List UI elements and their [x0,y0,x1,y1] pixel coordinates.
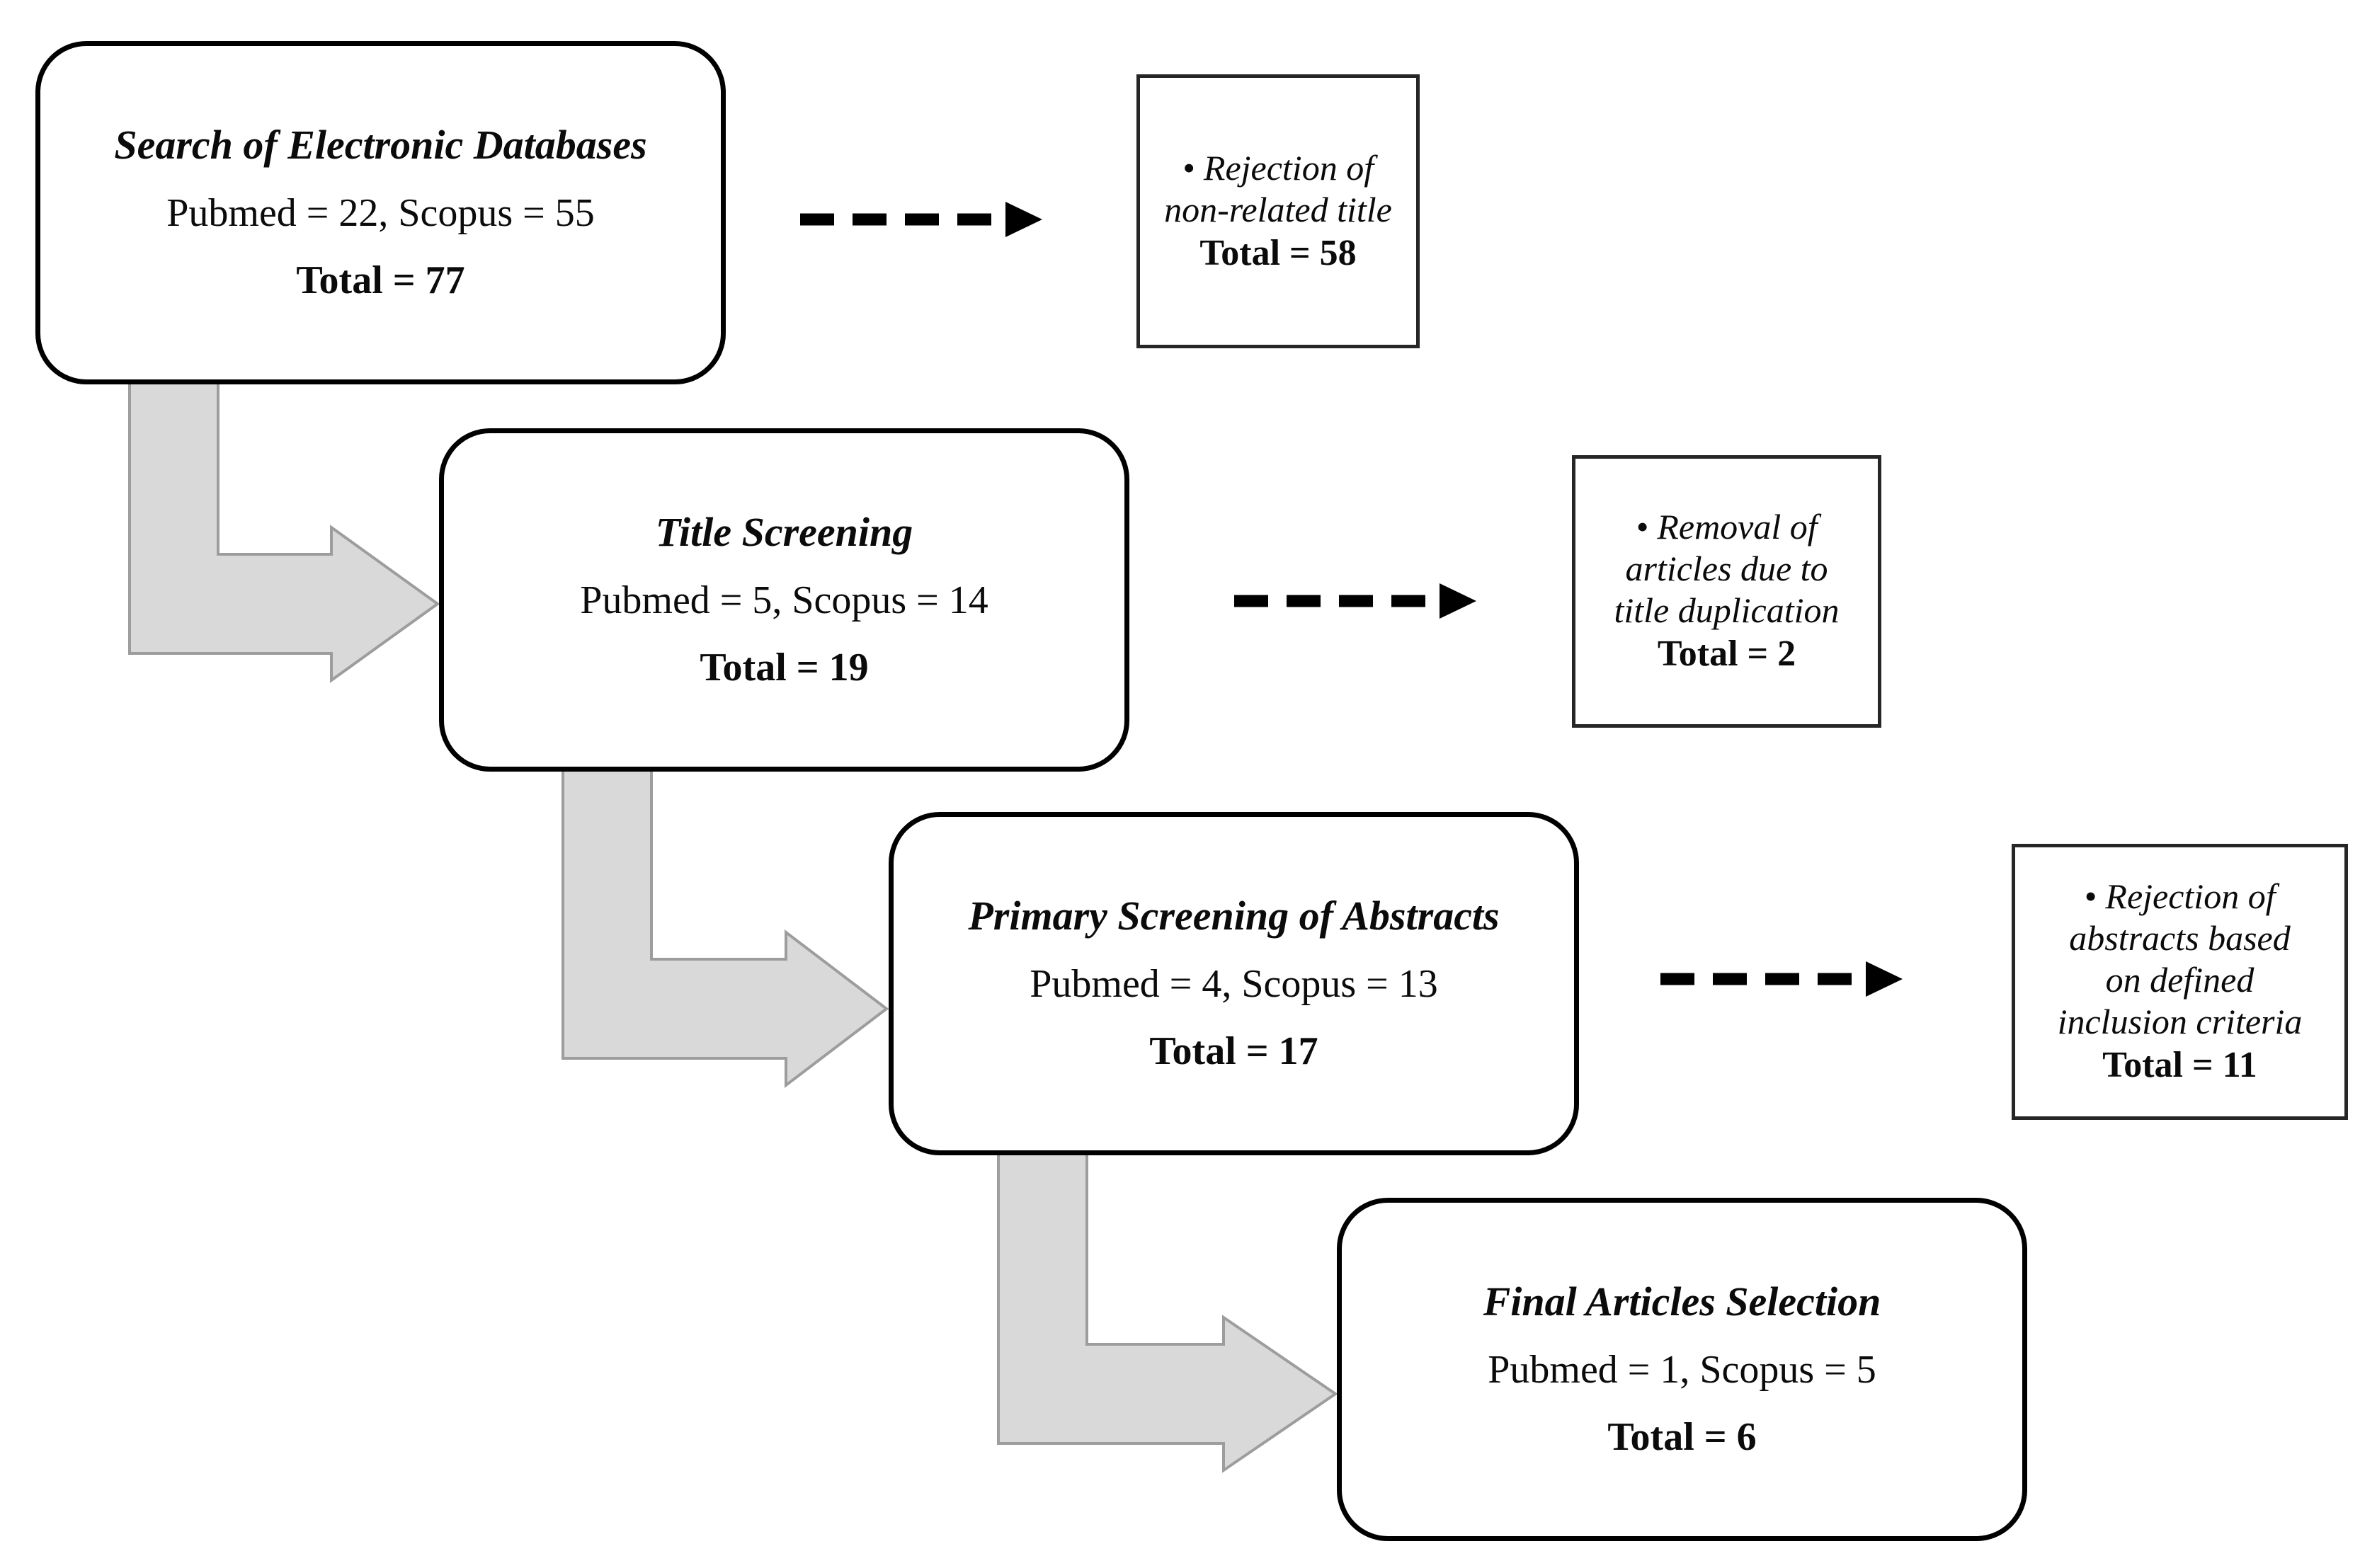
stage-total: Total = 6 [1607,1414,1757,1459]
exclusion-line: • Rejection of [2084,876,2276,916]
stage-title: Title Screening [655,509,913,556]
exclusion-box-inclusion-criteria: • Rejection of abstracts based on define… [2012,844,2348,1120]
exclusion-line: abstracts based [2069,918,2291,958]
elbow-arrow-1-icon [128,381,440,683]
stage-counts: Pubmed = 22, Scopus = 55 [166,191,595,236]
elbow-arrow-3-icon [997,1151,1338,1473]
stage-title: Search of Electronic Databases [114,122,647,168]
stage-box-title-screening: Title Screening Pubmed = 5, Scopus = 14 … [439,428,1129,772]
exclusion-line: inclusion criteria [2057,1002,2303,1041]
stage-counts: Pubmed = 5, Scopus = 14 [580,578,988,623]
exclusion-line: title duplication [1614,590,1840,630]
exclusion-total: Total = 11 [2102,1045,2257,1085]
exclusion-line: on defined [2105,960,2255,1000]
exclusion-box-title-duplication: • Removal of articles due to title dupli… [1572,455,1881,728]
exclusion-line: articles due to [1625,549,1828,588]
exclusion-line: non-related title [1164,189,1392,229]
stage-total: Total = 19 [700,645,869,689]
dashed-arrow-3-icon [1660,961,1903,997]
stage-total: Total = 77 [296,258,465,302]
stage-counts: Pubmed = 4, Scopus = 13 [1030,962,1438,1007]
exclusion-line: • Removal of [1636,507,1818,546]
dashed-arrow-1-icon [800,202,1042,237]
dashed-arrow-2-icon [1234,583,1476,619]
stage-total: Total = 17 [1149,1029,1318,1073]
stage-title: Primary Screening of Abstracts [968,893,1500,939]
exclusion-box-non-related-title: • Rejection of non-related title Total =… [1136,74,1420,348]
stage-box-final-selection: Final Articles Selection Pubmed = 1, Sco… [1337,1198,2027,1541]
stage-title: Final Articles Selection [1483,1278,1881,1325]
exclusion-total: Total = 2 [1657,634,1796,674]
stage-box-database-search: Search of Electronic Databases Pubmed = … [35,41,726,384]
stage-box-abstract-screening: Primary Screening of Abstracts Pubmed = … [889,812,1579,1155]
exclusion-line: • Rejection of [1182,147,1374,188]
stage-counts: Pubmed = 1, Scopus = 5 [1488,1348,1876,1392]
elbow-arrow-2-icon [562,769,889,1089]
exclusion-total: Total = 58 [1199,232,1357,273]
